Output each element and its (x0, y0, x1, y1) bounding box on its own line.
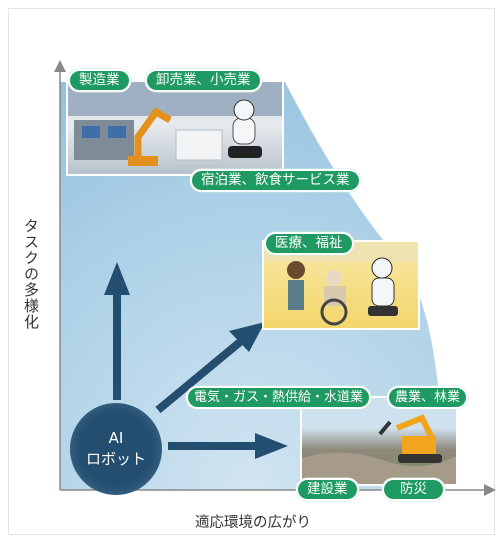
label-medical-welfare: 医療、福祉 (264, 232, 354, 255)
y-axis-label: タスクの多様化 (22, 218, 40, 330)
label-disaster-prevention: 防災 (382, 478, 445, 501)
factory-photo (66, 80, 284, 176)
label-wholesale-retail: 卸売業、小売業 (145, 69, 262, 92)
factory-illustration (68, 82, 282, 166)
label-construction: 建設業 (296, 478, 359, 501)
label-lodging-food: 宿泊業、飲食サービス業 (190, 169, 361, 192)
x-axis-label: 適応環境の広がり (195, 515, 311, 531)
construction-photo (300, 396, 458, 486)
construction-illustration (302, 414, 456, 484)
label-agriculture-forestry: 農業、林業 (387, 386, 469, 409)
arrow-up (104, 262, 130, 400)
ai-robot-line1: AI (108, 429, 124, 447)
label-manufacturing: 製造業 (68, 69, 131, 92)
label-utilities: 電気・ガス・熱供給・水道業 (186, 386, 372, 409)
arrow-right (168, 433, 288, 459)
arrow-diagonal (155, 322, 265, 414)
ai-robot-circle: AI ロボット (70, 403, 162, 495)
ai-robot-line2: ロボット (85, 450, 146, 468)
